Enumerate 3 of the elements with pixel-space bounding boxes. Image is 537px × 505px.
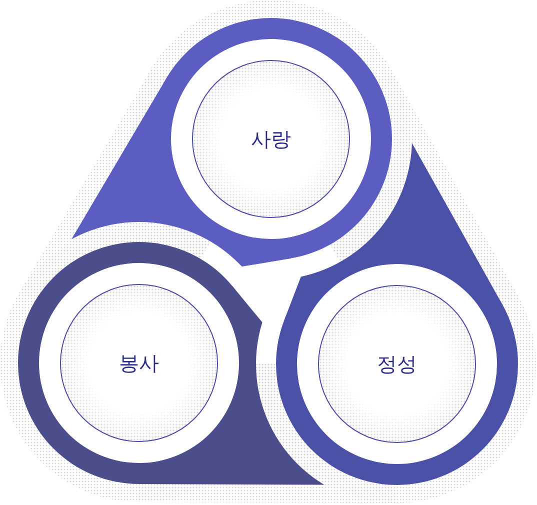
circle-label: 사랑 — [251, 127, 291, 151]
circle-label: 봉사 — [119, 351, 159, 375]
circle-label: 정성 — [377, 352, 417, 376]
